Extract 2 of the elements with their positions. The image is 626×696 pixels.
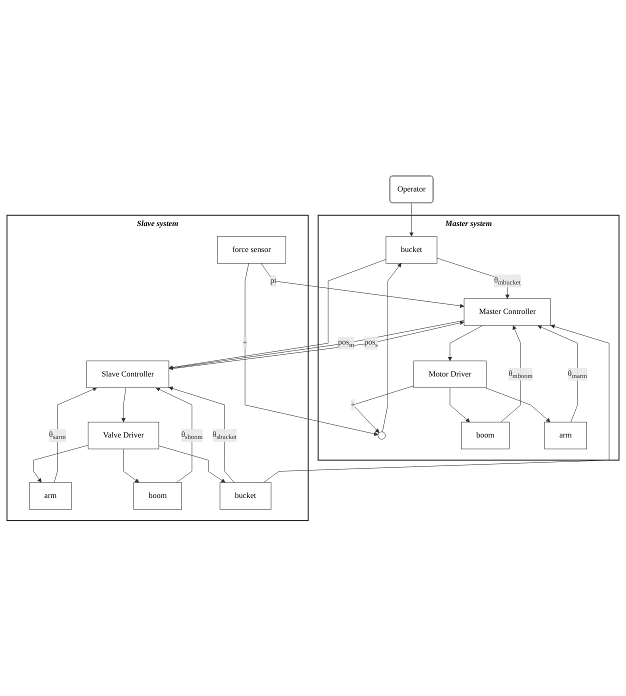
arrow [244,262,378,436]
node-circle [378,431,386,440]
